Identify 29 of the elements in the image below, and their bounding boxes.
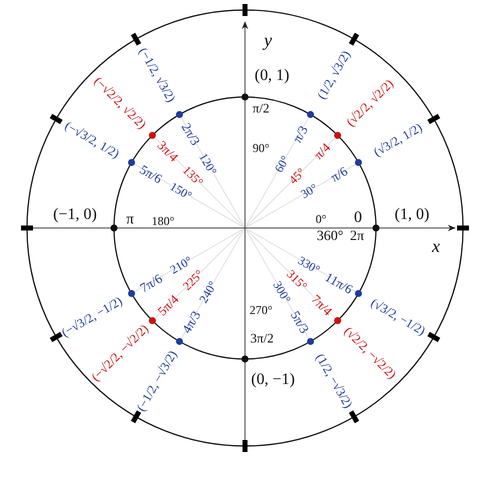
radian-label: 5π/3 (288, 309, 311, 336)
radian-label: 3π/4 (155, 138, 181, 164)
degree-label: 330° (296, 254, 322, 276)
axis-label: x (432, 237, 440, 255)
degree-label: 0° (316, 213, 326, 225)
radian-label: 2π/3 (179, 120, 202, 147)
point-coordinates: (1, 0) (394, 207, 430, 223)
radian-label: π/2 (252, 102, 270, 114)
radian-label: 4π/3 (179, 309, 202, 336)
axis-label: y (264, 31, 272, 49)
radian-label: 5π/4 (155, 292, 181, 318)
degree-label: 150° (168, 180, 194, 202)
degree-label: 180° (152, 215, 174, 227)
radian-label: 3π/2 (250, 332, 274, 344)
radian-label: 5π/6 (137, 162, 164, 185)
radian-label: 2π (350, 230, 364, 244)
point-coordinates: (−1, 0) (53, 207, 97, 223)
radian-label: π/4 (312, 140, 333, 162)
degree-label: 360° (316, 230, 344, 244)
degree-label: 270° (250, 304, 272, 316)
radian-label: π (126, 212, 134, 228)
radian-label: π/6 (328, 164, 350, 184)
point-coordinates: (√3/2, 1/2) (372, 120, 425, 158)
radian-label: 0 (354, 210, 362, 226)
degree-label: 90° (252, 142, 270, 154)
point-coordinates: (0, −1) (251, 372, 295, 388)
radian-label: π/3 (290, 123, 310, 144)
radian-label: 7π/6 (137, 271, 164, 294)
point-coordinates: (0, 1) (254, 68, 290, 84)
